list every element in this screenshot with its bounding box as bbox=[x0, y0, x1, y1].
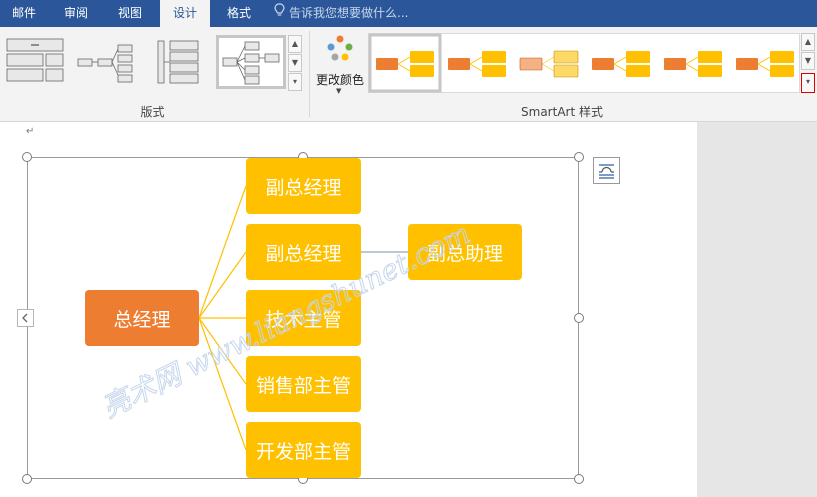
node-deputy-assistant[interactable]: 副总助理 bbox=[408, 224, 522, 280]
styles-scroll-down-button[interactable]: ▼ bbox=[801, 52, 815, 70]
smartart-style-thumb[interactable] bbox=[448, 51, 506, 77]
node-deputy-manager-1[interactable]: 副总经理 bbox=[246, 158, 361, 214]
smartart-style-thumb[interactable] bbox=[368, 33, 442, 93]
resize-handle-bottom-left[interactable] bbox=[22, 474, 32, 484]
tell-me-box[interactable]: 告诉我您想要做什么... bbox=[274, 0, 408, 27]
node-sales-supervisor[interactable]: 销售部主管 bbox=[246, 356, 361, 412]
node-general-manager[interactable]: 总经理 bbox=[85, 290, 199, 346]
style-thumbs-canvas bbox=[368, 33, 794, 93]
layouts-more-button[interactable]: ▾ bbox=[288, 73, 302, 91]
resize-handle-right[interactable] bbox=[574, 313, 584, 323]
text-pane-toggle-button[interactable] bbox=[17, 309, 34, 327]
chevron-left-icon bbox=[22, 313, 28, 323]
smartart-style-thumb[interactable] bbox=[519, 50, 579, 78]
tell-me-placeholder: 告诉我您想要做什么... bbox=[289, 6, 409, 20]
resize-handle-top-left[interactable] bbox=[22, 152, 32, 162]
layouts-group-label: 版式 bbox=[140, 105, 165, 119]
group-separator bbox=[309, 31, 310, 117]
layout-thumb-selected[interactable] bbox=[216, 35, 286, 89]
layouts-scroll-up-button[interactable]: ▲ bbox=[288, 35, 302, 53]
paragraph-mark-icon: ↵ bbox=[26, 126, 35, 137]
layout-options-icon bbox=[599, 164, 614, 179]
tab-design[interactable]: 设计 bbox=[160, 0, 210, 27]
chevron-down-icon: ▼ bbox=[336, 87, 342, 95]
node-tech-supervisor[interactable]: 技术主管 bbox=[246, 290, 361, 346]
smartart-styles-group-label: SmartArt 样式 bbox=[521, 105, 603, 119]
layout-options-button[interactable] bbox=[593, 157, 620, 184]
ribbon-tab-bar: 邮件 审阅 视图 设计 格式 告诉我您想要做什么... bbox=[0, 0, 817, 27]
layout-thumb-horizontal-hierarchy[interactable] bbox=[76, 35, 146, 89]
smartart-style-thumb[interactable] bbox=[736, 51, 794, 77]
change-colors-button[interactable]: 更改颜色 ▼ bbox=[312, 31, 368, 95]
tab-review[interactable]: 审阅 bbox=[63, 6, 88, 20]
smartart-style-thumb[interactable] bbox=[592, 51, 650, 77]
smartart-style-thumb[interactable] bbox=[664, 51, 722, 77]
styles-scroll-up-button[interactable]: ▲ bbox=[801, 33, 815, 51]
layouts-scroll-down-button[interactable]: ▼ bbox=[288, 54, 302, 72]
change-colors-label: 更改颜色 bbox=[315, 73, 364, 87]
tab-mailings[interactable]: 邮件 bbox=[11, 6, 36, 20]
node-deputy-manager-2[interactable]: 副总经理 bbox=[246, 224, 361, 280]
node-dev-supervisor[interactable]: 开发部主管 bbox=[246, 422, 361, 478]
tab-format[interactable]: 格式 bbox=[226, 6, 251, 20]
styles-more-button[interactable]: ▾ bbox=[801, 73, 815, 93]
tab-view[interactable]: 视图 bbox=[117, 6, 142, 20]
resize-handle-top-right[interactable] bbox=[574, 152, 584, 162]
lightbulb-icon bbox=[274, 0, 285, 27]
layout-thumb-vertical-list[interactable] bbox=[148, 35, 218, 89]
color-palette-icon bbox=[327, 35, 353, 61]
page-margin-area bbox=[697, 122, 817, 497]
layout-thumb-hierarchy[interactable] bbox=[4, 35, 74, 89]
ribbon: ▲ ▼ ▾ 版式 更改颜色 ▼ ▲ ▼ ▾ SmartArt 样式 bbox=[0, 27, 817, 122]
resize-handle-bottom-right[interactable] bbox=[574, 474, 584, 484]
